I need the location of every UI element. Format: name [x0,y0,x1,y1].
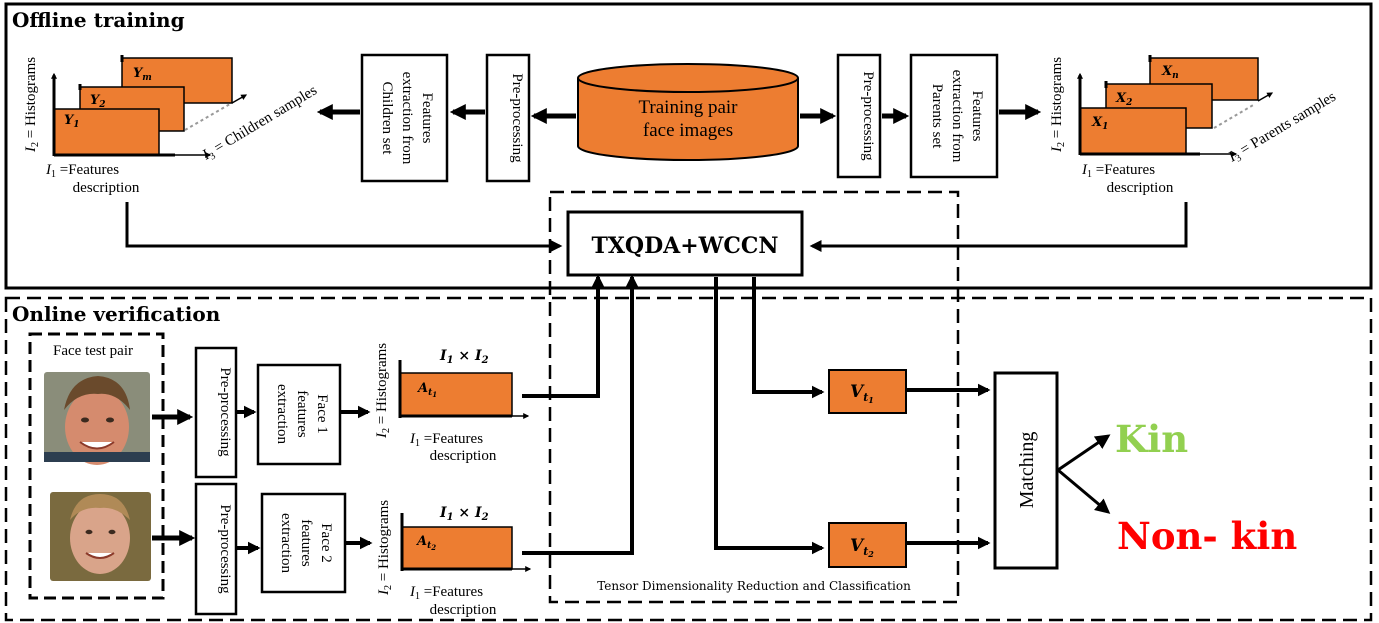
features-parents-line2: extraction from [949,70,965,163]
children-tensor-stack [51,55,248,158]
face-test-pair-label: Face test pair [53,343,133,359]
matrix-bottom-axis-i1: I1 =Features [409,584,483,602]
preprocessing-right-label: Pre-processing [860,71,876,161]
non-kin-label: Non- kin [1117,514,1297,558]
arrow-to-non-kin [1057,468,1111,514]
face2-features-line1: Face 2 [318,523,334,563]
training-database-cylinder [577,63,799,161]
children-axis-i1-desc: description [73,180,140,196]
preprocessing-left-label: Pre-processing [509,73,525,163]
tensor-caption: Tensor Dimensionality Reduction and Clas… [597,579,911,593]
matching-box [993,371,1059,570]
parents-axis-i1-desc: description [1107,180,1174,196]
face2-features-line3: extraction [278,513,294,573]
face2-features-line2: features [298,519,314,567]
txqda-box [566,210,804,277]
arrow-txqda-to-vt2 [714,277,825,555]
parents-axis-i2: I2 = Histograms [1049,57,1067,153]
online-title: Online verification [12,302,221,326]
children-axis-i1: I1 =Features [45,162,119,180]
children-axis-i2: I2 = Histograms [23,57,41,153]
matrix-bottom-dims: I1 × I2 [439,505,489,523]
matching-label: Matching [1016,432,1038,509]
parents-tensor-stack [1077,55,1274,157]
features-parents-line1: Features [969,91,985,142]
arrow-matrix2-to-txqda [522,274,639,555]
arrow-txqda-to-vt1 [752,277,825,399]
face-image-1 [44,372,150,465]
txqda-label: TXQDA+WCCN [591,233,778,259]
arrow-matrix1-to-txqda [522,274,605,398]
preprocessing-1-label: Pre-processing [217,367,233,457]
database-label-2: face images [643,120,733,141]
features-children-line3: Children set [379,82,395,156]
features-parents-line3: Parents set [929,84,945,149]
matrix-top-dims: I1 × I2 [439,348,489,366]
offline-frame [4,2,1373,290]
arrow-parents-to-txqda [809,202,1188,252]
face1-features-box [256,363,342,466]
matrix-a-t1 [398,360,530,419]
preprocessing-2-label: Pre-processing [217,504,233,594]
arrow-to-kin [1057,434,1111,472]
features-children-line2: extraction from [399,72,415,165]
preprocessing-left-box [485,53,531,183]
vt1-box [828,369,907,414]
preprocessing-right-box [836,53,882,179]
matrix-a-t2 [400,513,532,572]
database-label-1: Training pair [638,97,738,118]
online-frame [4,296,1373,622]
face2-features-box [260,492,347,594]
parents-axis-i1: I1 =Features [1081,162,1155,180]
kin-label: Kin [1115,417,1188,461]
face1-features-line3: extraction [274,384,290,444]
matrix-top-axis-i1: I1 =Features [409,431,483,449]
matrix-bottom-axis-desc: description [430,602,497,618]
features-parents-box [909,53,999,179]
arrow-children-to-txqda [125,202,563,252]
matrix-top-axis-i2: I2 = Histograms [374,343,392,439]
matrix-bottom-axis-i2: I2 = Histograms [376,500,394,596]
features-children-box [360,53,449,183]
features-children-line1: Features [419,93,435,144]
preprocessing-1-box [194,346,238,479]
matrix-top-axis-desc: description [430,448,497,464]
face1-features-line2: features [294,390,310,438]
face1-features-line1: Face 1 [314,394,330,434]
face-image-2 [50,492,151,581]
offline-title: Offline training [12,8,185,32]
